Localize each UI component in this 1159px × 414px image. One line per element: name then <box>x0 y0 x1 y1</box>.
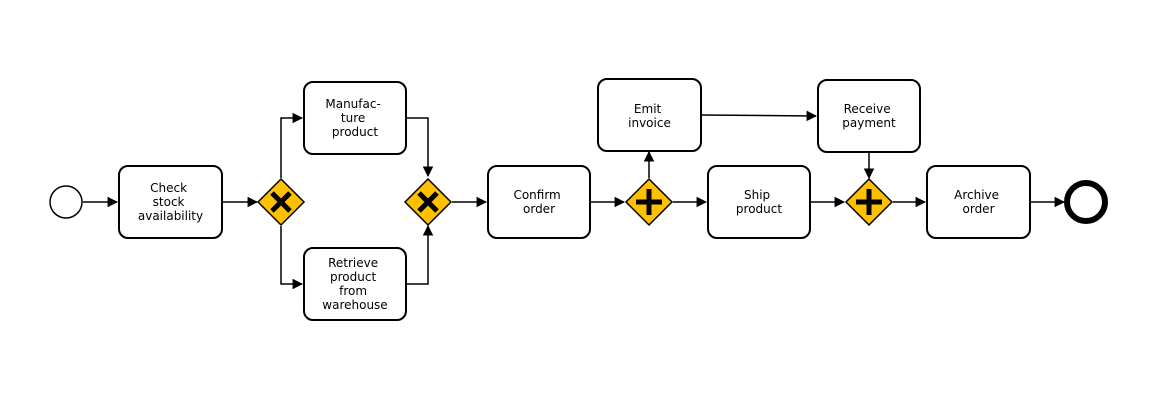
x-icon <box>417 191 439 213</box>
task-label-line: Confirm <box>513 188 560 202</box>
task-box <box>707 165 811 239</box>
flow-invoice-to-payment <box>701 110 818 122</box>
task-label-line: availability <box>138 209 203 223</box>
x-icon <box>270 191 292 213</box>
task-label: Check stock availability <box>138 181 203 223</box>
task-box <box>926 165 1031 239</box>
task-label-line: invoice <box>628 116 671 130</box>
task-label-line: product <box>332 125 378 139</box>
task-ship-product: Ship product <box>707 165 811 239</box>
task-receive-payment: Receive payment <box>817 79 921 153</box>
task-box <box>118 165 223 239</box>
task-label-line: Manufac- <box>325 97 380 111</box>
task-check-stock: Check stock availability <box>118 165 223 239</box>
task-label: Confirm order <box>513 188 564 216</box>
flow-manufacture-to-merge <box>406 117 434 178</box>
flow-retrieve-to-merge <box>406 224 434 285</box>
task-label: Manufac- ture product <box>325 97 384 139</box>
task-box <box>303 81 407 155</box>
task-label-line: warehouse <box>322 298 387 312</box>
task-label-line: Check <box>150 181 187 195</box>
task-label-line: order <box>963 202 995 216</box>
task-retrieve-product: Retrieve product from warehouse <box>303 247 407 321</box>
task-label: Retrieve product from warehouse <box>322 256 387 312</box>
start-event <box>49 185 83 219</box>
sequence-flows <box>83 110 1066 290</box>
task-label-line: product <box>736 202 782 216</box>
task-label-line: Archive <box>954 188 999 202</box>
task-box <box>487 165 591 239</box>
parallel-gateway-split <box>624 177 674 227</box>
task-box <box>597 78 702 152</box>
task-label-line: payment <box>842 116 896 130</box>
task-label-line: stock <box>153 195 185 209</box>
flow-gateway-to-retrieve <box>280 226 304 290</box>
parallel-gateway-join <box>844 177 894 227</box>
task-manufacture-product: Manufac- ture product <box>303 81 407 155</box>
exclusive-gateway-merge <box>403 177 453 227</box>
plus-icon <box>636 189 662 215</box>
task-label: Ship product <box>736 188 782 216</box>
end-event <box>1064 180 1108 224</box>
task-box <box>817 79 921 153</box>
task-archive-order: Archive order <box>926 165 1031 239</box>
task-label-line: Emit <box>634 102 662 116</box>
task-emit-invoice: Emit invoice <box>597 78 702 152</box>
task-label-line: Ship <box>744 188 770 202</box>
task-label-line: ture <box>341 111 365 125</box>
task-label-line: Retrieve <box>328 256 378 270</box>
task-label: Emit invoice <box>628 102 671 130</box>
task-confirm-order: Confirm order <box>487 165 591 239</box>
task-label-line: order <box>523 202 555 216</box>
task-label-line: product <box>330 270 376 284</box>
exclusive-gateway-split <box>256 177 306 227</box>
task-label: Archive order <box>954 188 1003 216</box>
task-box <box>303 247 407 321</box>
flow-gateway-to-manufacture <box>280 112 304 178</box>
plus-icon <box>856 189 882 215</box>
task-label-line: from <box>339 284 367 298</box>
task-label: Receive payment <box>842 102 896 130</box>
task-label-line: Receive <box>844 102 891 116</box>
